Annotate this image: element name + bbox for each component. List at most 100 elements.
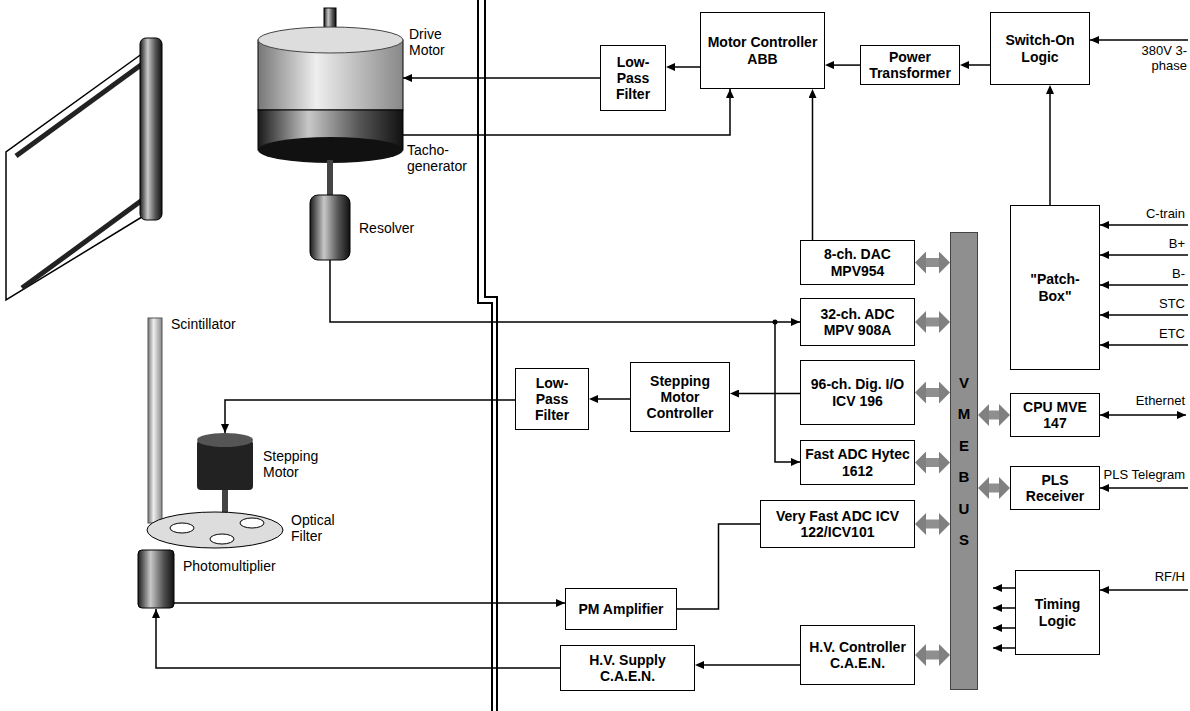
frame-beam [16, 62, 145, 156]
stepping-motor-top [197, 433, 253, 447]
signal-arrow [704, 664, 800, 666]
mains-wire [1090, 39, 1188, 41]
resolver-wire [775, 322, 800, 462]
box-label: Fast ADC Hytec 1612 [805, 446, 910, 478]
motor-wire [403, 77, 600, 79]
box-label: Low-Pass Filter [520, 375, 584, 423]
module-box: Low-Pass Filter [515, 368, 589, 430]
bus-arrow [989, 484, 999, 493]
filter-hole [240, 518, 264, 528]
box-label: 32-ch. ADC MPV 908A [805, 306, 910, 338]
telegram-wire [1100, 487, 1188, 489]
box-label: Power Transformer [865, 49, 955, 81]
signal-arrow [834, 64, 860, 66]
bus-arrow [926, 388, 939, 397]
signal-label: C-train [1145, 207, 1186, 222]
box-label: PM Amplifier [578, 601, 663, 617]
module-box: H.V. Supply C.A.E.N. [560, 645, 695, 691]
module-box: Switch-On Logic [990, 12, 1090, 85]
signal-arrow [598, 398, 630, 400]
signal-label: B+ [1168, 237, 1186, 252]
stepping-motor [197, 440, 253, 490]
resolver-wire [330, 260, 800, 322]
bus-arrow [926, 520, 939, 529]
box-label: Very Fast ADC ICV 122/ICV101 [765, 508, 910, 540]
scintillator-rod [148, 318, 162, 523]
motor-top [258, 27, 403, 53]
part-label: Resolver [358, 220, 415, 236]
box-label: H.V. Supply C.A.E.N. [565, 652, 690, 684]
input-wire [1100, 284, 1188, 286]
signal-label: Ethernet [1135, 394, 1186, 409]
junction-dot [773, 320, 778, 325]
filter-hole [170, 523, 194, 533]
module-box: Power Transformer [860, 45, 960, 85]
resolver-shaft [327, 160, 333, 196]
timing-output [993, 627, 1015, 629]
signal-arrow [969, 64, 990, 66]
rf-wire [1100, 589, 1188, 591]
module-box: Very Fast ADC ICV 122/ICV101 [760, 500, 915, 548]
frame-pillar [140, 38, 162, 220]
signal-arrow [739, 393, 800, 395]
part-label: Tacho-generator [406, 142, 476, 174]
part-label: Photomultiplier [182, 558, 277, 574]
module-box: H.V. Controller C.A.E.N. [800, 625, 915, 685]
module-box: "Patch-Box" [1010, 205, 1100, 370]
box-label: "Patch-Box" [1015, 271, 1095, 303]
signal-arrow [677, 524, 760, 609]
motor-base [258, 137, 403, 163]
box-label: Timing Logic [1020, 596, 1095, 628]
signal-label: STC [1158, 297, 1186, 312]
module-box: 32-ch. ADC MPV 908A [800, 298, 915, 346]
signal-label: ETC [1158, 327, 1186, 342]
module-box: Timing Logic [1015, 570, 1100, 655]
signal-label: PLS Telegram [1103, 468, 1186, 483]
timing-output [993, 647, 1015, 649]
bus-arrow [926, 258, 939, 267]
bus-arrow [989, 411, 999, 420]
box-label: Low-Pass Filter [605, 54, 661, 102]
module-box: PM Amplifier [565, 588, 677, 630]
frame-outline [6, 48, 150, 300]
bus-arrow [926, 651, 939, 660]
part-label: Scintillator [170, 316, 237, 332]
signal-label: 380V 3-phase [1130, 44, 1188, 74]
timing-output [993, 607, 1015, 609]
signal-arrow [812, 98, 814, 240]
pm-signal-wire [174, 602, 565, 604]
hv-wire [156, 609, 560, 668]
resolver [310, 195, 350, 260]
ethernet-wire [1100, 414, 1186, 416]
filter-hole [210, 534, 234, 544]
box-label: H.V. Controller C.A.E.N. [805, 639, 910, 671]
module-box: CPU MVE 147 [1010, 393, 1100, 437]
separator-line [485, 0, 497, 711]
bus-arrow [926, 458, 939, 467]
signal-arrow [675, 66, 700, 68]
signal-label: B- [1171, 267, 1186, 282]
module-box: 8-ch. DAC MPV954 [800, 240, 915, 285]
signal-arrow [1049, 94, 1051, 205]
part-label: Optical Filter [290, 512, 362, 544]
photomultiplier-tube [138, 550, 174, 608]
module-box: Stepping Motor Controller [630, 362, 730, 432]
bus-arrow [926, 318, 939, 327]
module-box: Fast ADC Hytec 1612 [800, 440, 915, 485]
input-wire [1100, 314, 1188, 316]
module-box: 96-ch. Dig. I/O ICV 196 [800, 360, 915, 425]
bus-band: VMEBUS [950, 232, 978, 690]
module-box: PLS Receiver [1010, 466, 1100, 510]
bus-name: VMEBUS [957, 367, 972, 556]
frame-beam [22, 198, 145, 288]
timing-output [993, 587, 1015, 589]
box-label: Switch-On Logic [995, 32, 1085, 64]
input-wire [1100, 344, 1188, 346]
box-label: 8-ch. DAC MPV954 [805, 246, 910, 278]
part-label: Stepping Motor [262, 448, 334, 480]
input-wire [1100, 224, 1188, 226]
stepper-wire [225, 400, 515, 433]
module-box: Motor Controller ABB [700, 12, 825, 89]
module-box: Low-Pass Filter [600, 45, 666, 111]
signal-label: RF/H [1154, 570, 1186, 585]
